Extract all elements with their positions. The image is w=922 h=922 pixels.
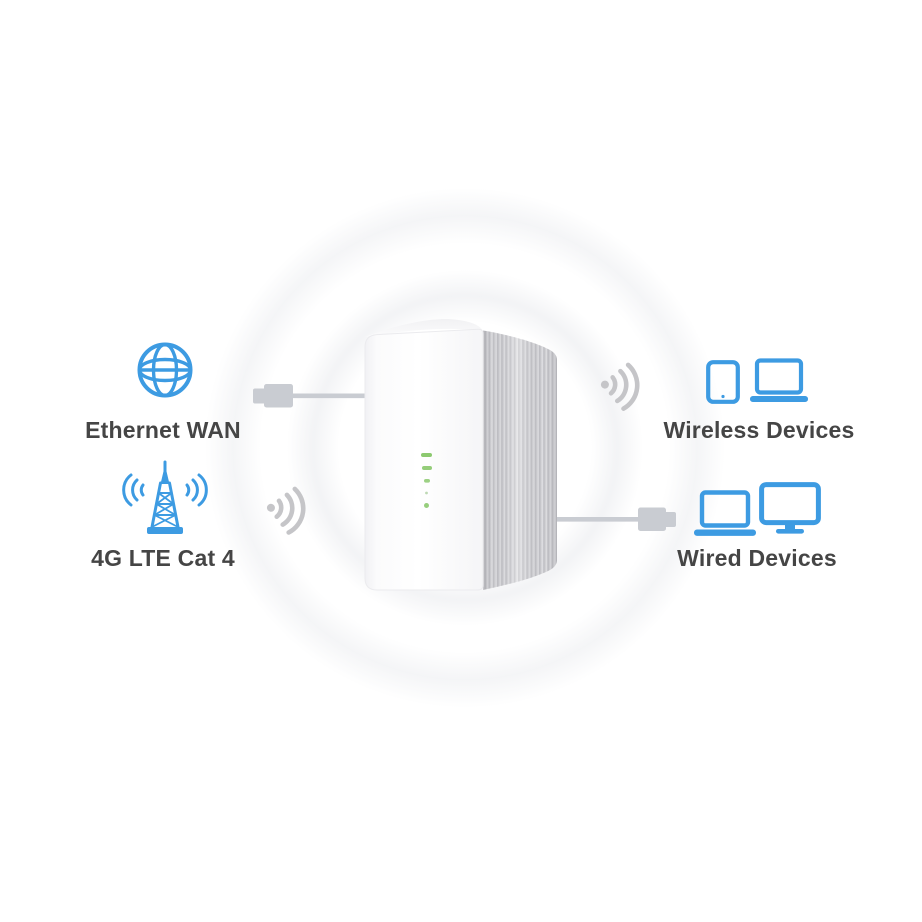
wired-lan-cable — [552, 507, 676, 531]
tablet-icon — [706, 360, 740, 404]
globe-icon — [137, 342, 193, 398]
wifi-signal-right-icon — [600, 362, 640, 411]
router-top-panel — [365, 318, 483, 337]
label-4g-lte-cat4: 4G LTE Cat 4 — [91, 545, 235, 571]
router-side-panel — [483, 330, 557, 590]
ethernet-wan-cable — [253, 384, 373, 408]
lan-cable-line — [552, 517, 642, 522]
laptop-icon — [694, 490, 756, 536]
lan-plug-tail — [664, 512, 676, 527]
led — [425, 491, 428, 495]
wan-plug-tail — [253, 388, 266, 404]
led — [421, 453, 432, 457]
led — [424, 479, 430, 483]
monitor-icon — [759, 482, 821, 534]
label-wired-devices: Wired Devices — [677, 545, 837, 571]
label-ethernet-wan: Ethernet WAN — [85, 417, 241, 443]
label-wireless-devices: Wireless Devices — [663, 417, 855, 443]
led — [422, 466, 432, 470]
led-indicators — [421, 453, 432, 508]
cell-tower-icon — [122, 460, 208, 534]
wifi-signal-left-icon — [266, 486, 306, 535]
led — [424, 503, 429, 508]
wan-plug-head — [264, 384, 293, 408]
lan-plug-head — [638, 507, 666, 531]
router-device — [364, 318, 557, 591]
laptop-icon — [750, 358, 808, 402]
router-front-panel — [364, 328, 484, 591]
wan-cable-line — [291, 393, 373, 399]
